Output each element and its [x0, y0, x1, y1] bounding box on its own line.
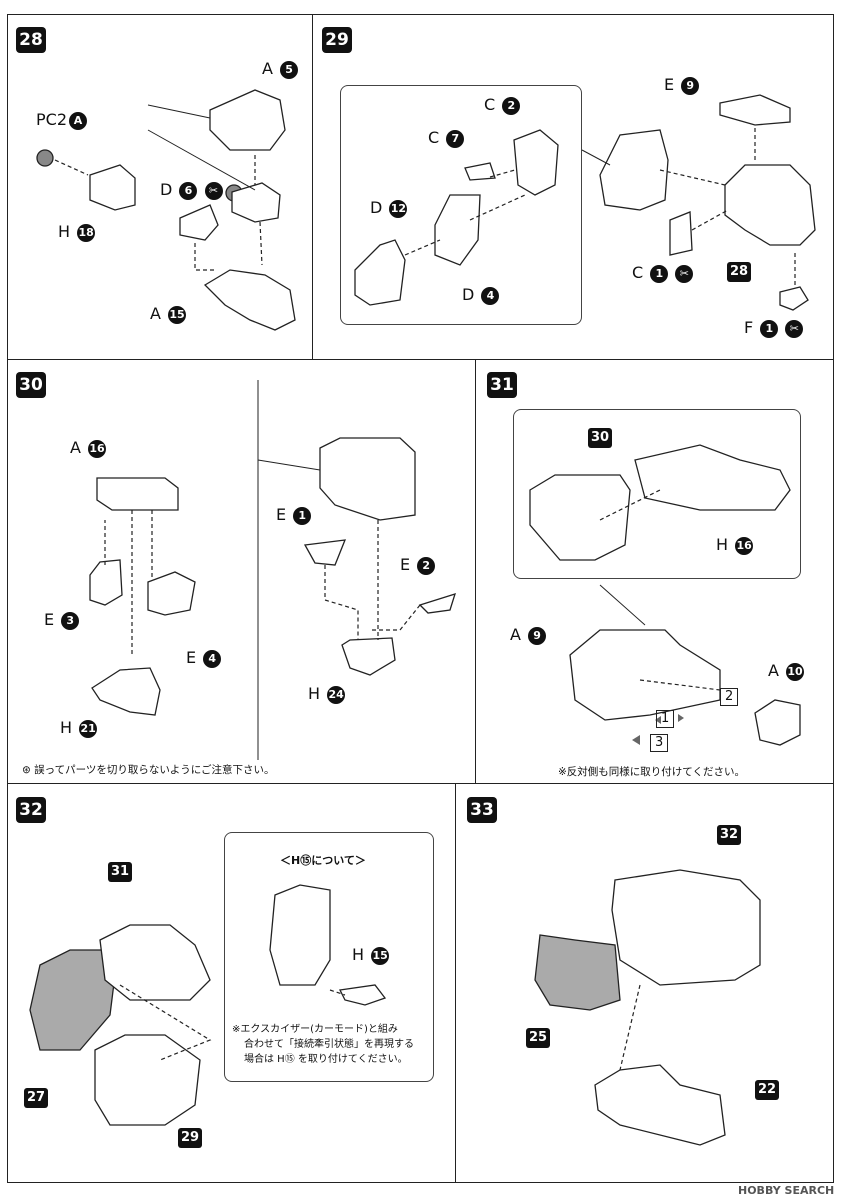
part-c2-shape — [513, 129, 559, 196]
ref-31: 31 — [108, 862, 132, 882]
step-31-number: 31 — [487, 372, 517, 398]
label-part-e1: E 1 — [276, 505, 312, 525]
label-part-e4: E 4 — [186, 648, 222, 668]
ref-29: 29 — [178, 1128, 202, 1148]
part-e4-shape — [147, 571, 196, 616]
label-part-h24: H 24 — [308, 684, 346, 704]
label-part-f1: F 1 ✂ — [744, 318, 804, 338]
part-30-ref-shape — [529, 474, 631, 561]
inset-step-29 — [340, 85, 582, 325]
part-29-shape — [94, 1034, 201, 1126]
part-c1-shape — [669, 211, 693, 256]
ref-25: 25 — [526, 1028, 550, 1048]
label-part-h16: H 16 — [716, 535, 754, 555]
caution-icon: ⊛ — [22, 764, 35, 776]
sequence-2: 2 — [720, 688, 739, 706]
ref-28: 28 — [727, 262, 751, 282]
label-part-e3: E 3 — [44, 610, 80, 630]
part-center-shape — [231, 182, 281, 223]
part-a9-shape — [569, 629, 721, 721]
part-h16-shape — [634, 444, 791, 511]
part-e3-shape — [89, 559, 123, 606]
note-step-31: ※反対側も同様に取り付けてください。 — [558, 766, 745, 778]
label-part-h21: H 21 — [60, 718, 98, 738]
label-part-a9: A 9 — [510, 625, 547, 645]
note-step-32-line-3: 場合は H⑮ を取り付けてください。 — [244, 1054, 408, 1065]
note-step-30: ⊛ 誤ってパーツを切り取らないようにご注意下さい。 — [22, 764, 275, 776]
label-part-c2: C 2 — [484, 95, 521, 115]
part-h15-shape — [339, 984, 387, 1006]
label-part-a16: A 16 — [70, 438, 107, 458]
part-30-assembly-shape — [319, 437, 416, 521]
part-c7-shape — [464, 162, 496, 181]
part-h18-shape — [89, 164, 136, 211]
part-e2-shape — [418, 593, 456, 614]
step-28-number: 28 — [16, 27, 46, 53]
part-e9-shape — [719, 94, 791, 126]
step-32-number: 32 — [16, 797, 46, 823]
part-25-shape — [534, 934, 621, 1011]
label-part-a10: A 10 — [768, 661, 805, 681]
part-f1-shape — [779, 286, 809, 311]
sequence-3: 3 — [650, 734, 669, 752]
label-part-h18: H 18 — [58, 222, 96, 242]
part-inset-assembly-shape — [269, 884, 331, 986]
part-side-shape — [599, 129, 669, 211]
note-step-32-line-2: 合わせて「接続牽引状態」を再現する — [244, 1039, 414, 1050]
part-h24-shape — [341, 637, 396, 676]
part-a15-shape — [203, 269, 296, 331]
label-part-a15: A 15 — [150, 304, 187, 324]
label-part-d4: D 4 — [462, 285, 500, 305]
part-28-assembly-shape — [724, 164, 816, 246]
part-e1-shape — [303, 539, 347, 566]
note-step-32-line-1: ※エクスカイザー(カーモード)と組み — [232, 1024, 398, 1035]
part-h21-shape — [91, 667, 161, 716]
part-27-shape — [29, 949, 116, 1051]
part-pc2a-shape — [36, 149, 54, 167]
part-d6-shape — [179, 204, 219, 241]
step-33-number: 33 — [467, 797, 497, 823]
part-a5-shape — [209, 89, 286, 151]
part-22-shape — [594, 1064, 726, 1146]
part-d4-shape — [434, 194, 481, 266]
label-part-d6: D 6 ✂ — [160, 180, 223, 200]
label-part-e2: E 2 — [400, 555, 436, 575]
step-30-number: 30 — [16, 372, 46, 398]
ref-22: 22 — [755, 1080, 779, 1100]
inset-step-31 — [513, 409, 801, 579]
step-29-number: 29 — [322, 27, 352, 53]
panel-step-33 — [455, 783, 834, 1183]
note-step-32-title: ＜H⑮について＞ — [280, 854, 366, 867]
part-31-shape — [99, 924, 211, 1001]
label-part-h15: H 15 — [352, 945, 390, 965]
label-part-a5: A 5 — [262, 59, 299, 79]
label-part-d12: D 12 — [370, 198, 408, 218]
label-part-c1: C 1 ✂ — [632, 263, 694, 283]
watermark: HOBBY SEARCH — [738, 1184, 835, 1197]
part-32-shape — [611, 869, 761, 986]
part-a16-shape — [96, 477, 179, 511]
part-a10-shape — [754, 699, 801, 746]
ref-27: 27 — [24, 1088, 48, 1108]
note-step-32-body: ※エクスカイザー(カーモード)と組み 合わせて「接続牽引状態」を再現する 場合は… — [232, 1022, 414, 1067]
inset-step-32 — [224, 832, 434, 1082]
label-part-c7: C 7 — [428, 128, 465, 148]
part-d12-shape — [354, 239, 406, 306]
label-part-e9: E 9 — [664, 75, 700, 95]
ref-32: 32 — [717, 825, 741, 845]
ref-30: 30 — [588, 428, 612, 448]
sequence-1: 1 — [656, 710, 675, 728]
